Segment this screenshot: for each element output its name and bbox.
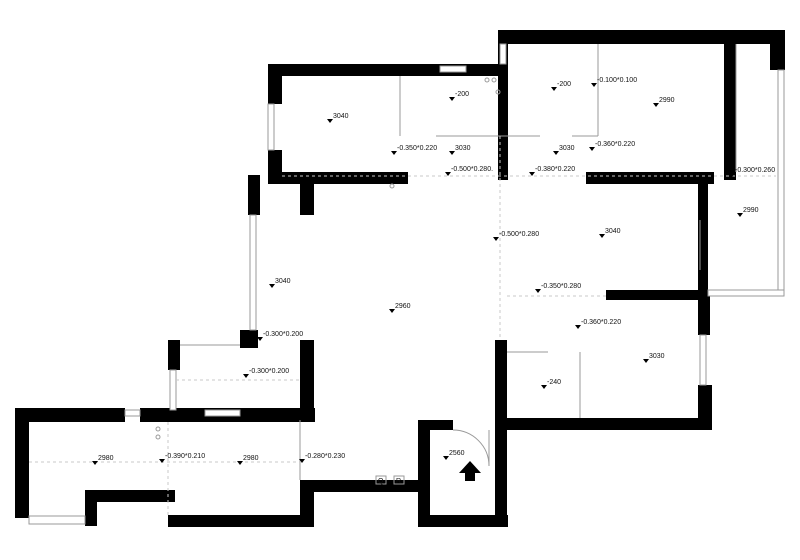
beam-size-label: -0.300*0.260: [735, 167, 775, 174]
ceiling-height-label: -240: [547, 379, 561, 386]
beam-size-label-marker-icon: [243, 374, 249, 378]
beam-size-label-marker-icon: [729, 173, 735, 177]
beam-size-label: -0.350*0.280: [541, 283, 581, 290]
ceiling-height-label: 3030: [559, 145, 575, 152]
label-layer: 3040 -200 -200 2990 3030 3030 3040 2990 3040 2960…: [92, 77, 775, 465]
thin-lines: [28, 43, 785, 525]
beam-size-label-marker-icon: [535, 289, 541, 293]
outer-walls: [15, 30, 785, 527]
ceiling-height-label: 2980: [98, 455, 114, 462]
door-arc: [452, 429, 490, 467]
ceiling-height-label: 3030: [455, 145, 471, 152]
ceiling-height-label: 2560: [449, 450, 465, 457]
beam-size-label: -0.100*0.100: [597, 77, 637, 84]
beam-size-label-marker-icon: [591, 83, 597, 87]
beam-size-label-marker-icon: [299, 459, 305, 463]
ceiling-height-label-marker-icon: [599, 234, 605, 238]
ceiling-height-label-marker-icon: [541, 385, 547, 389]
beam-size-label: -0.390*0.210: [165, 453, 205, 460]
ceiling-height-label-marker-icon: [327, 119, 333, 123]
beam-size-label: -0.300*0.200: [249, 368, 289, 375]
beam-size-label: -0.350*0.220: [397, 145, 437, 152]
beam-size-label: -0.500*0.280.: [451, 166, 493, 173]
ceiling-height-label-marker-icon: [643, 359, 649, 363]
ceiling-height-label-marker-icon: [389, 309, 395, 313]
beam-size-label-marker-icon: [391, 151, 397, 155]
beam-size-label: -0.500*0.280: [499, 231, 539, 238]
beam-size-label: -0.380*0.220: [535, 166, 575, 173]
ceiling-height-label-marker-icon: [449, 97, 455, 101]
ceiling-height-label-marker-icon: [551, 87, 557, 91]
beam-size-label-marker-icon: [159, 459, 165, 463]
beam-size-label-marker-icon: [445, 172, 451, 176]
beam-size-label-marker-icon: [257, 337, 263, 341]
ceiling-height-label: 3040: [275, 278, 291, 285]
ceiling-height-label-marker-icon: [92, 461, 98, 465]
ceiling-height-label-marker-icon: [737, 213, 743, 217]
ceiling-height-label: 2960: [395, 303, 411, 310]
ceiling-height-label: 2990: [659, 97, 675, 104]
outlet-icons: [155, 77, 501, 440]
ceiling-height-label: 2980: [243, 455, 259, 462]
beam-size-label-marker-icon: [589, 147, 595, 151]
ceiling-height-label: 3030: [649, 353, 665, 360]
beam-size-label-marker-icon: [575, 325, 581, 329]
switch-q-label: Q: [378, 478, 384, 485]
ceiling-height-label-marker-icon: [269, 284, 275, 288]
ceiling-height-label-marker-icon: [449, 151, 455, 155]
beam-size-label: -0.360*0.220: [581, 319, 621, 326]
ceiling-height-label: 3040: [605, 228, 621, 235]
entrance-arrow-icon: [459, 461, 481, 481]
ceiling-height-label: -200: [455, 91, 469, 98]
beam-size-label: -0.360*0.220: [595, 141, 635, 148]
ceiling-height-label-marker-icon: [553, 151, 559, 155]
beam-size-label: -0.280*0.230: [305, 453, 345, 460]
ceiling-height-label: 2990: [743, 207, 759, 214]
beam-size-label: -0.300*0.200: [263, 331, 303, 338]
beam-lines: [29, 136, 776, 515]
ceiling-height-label: 3040: [333, 113, 349, 120]
beam-size-label-marker-icon: [529, 172, 535, 176]
beam-size-label-marker-icon: [493, 237, 499, 241]
switch-r-label: R: [396, 478, 401, 485]
ceiling-height-label-marker-icon: [237, 461, 243, 465]
ceiling-height-label-marker-icon: [443, 456, 449, 460]
switch-r-box: [393, 475, 405, 485]
ceiling-height-label-marker-icon: [653, 103, 659, 107]
switch-q-box: [375, 475, 387, 485]
ceiling-height-label: -200: [557, 81, 571, 88]
